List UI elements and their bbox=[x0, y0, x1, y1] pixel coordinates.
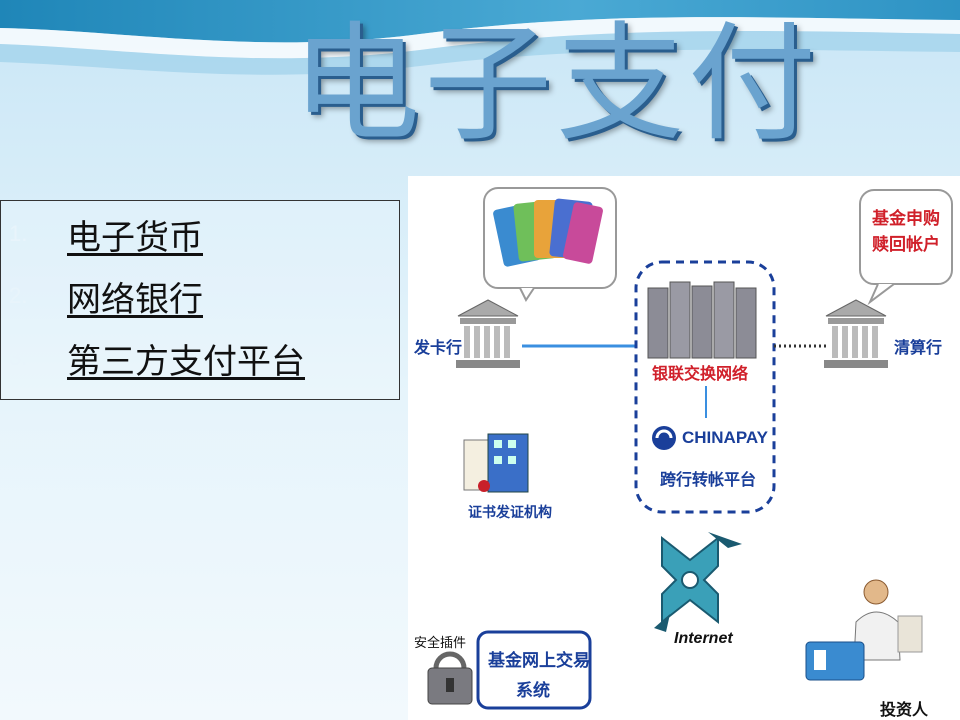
fund-account-label-line2: 赎回帐户 bbox=[872, 235, 940, 255]
clearing-bank-icon bbox=[824, 299, 888, 368]
menu-link-third-party-payment[interactable]: 第三方支付平台 bbox=[67, 341, 305, 382]
chinapay-label: CHINAPAY bbox=[682, 428, 768, 447]
menu-link-online-banking[interactable]: 网络银行 bbox=[67, 279, 203, 320]
internet-label: Internet bbox=[674, 630, 733, 647]
fund-account-label-line1: 基金申购 bbox=[872, 209, 940, 229]
investor-label: 投资人 bbox=[880, 700, 929, 719]
menu-number: 2. bbox=[9, 283, 28, 308]
server-rack-icon bbox=[647, 281, 757, 359]
payment-network-diagram: 发卡行 清算行 基金申购 赎回帐户 银联交换网络 CHINAPAY 跨行转帐平台… bbox=[408, 176, 960, 720]
trading-system-label-line2: 系统 bbox=[516, 681, 550, 701]
trading-system-label-line1: 基金网上交易 bbox=[488, 651, 590, 671]
fund-account-bubble bbox=[859, 189, 953, 306]
security-plugin-label: 安全插件 bbox=[414, 636, 467, 651]
interbank-platform-label: 跨行转帐平台 bbox=[660, 470, 757, 489]
unionpay-network-label: 银联交换网络 bbox=[652, 364, 749, 383]
clearing-bank-label: 清算行 bbox=[894, 338, 943, 357]
trading-system-box bbox=[476, 630, 592, 710]
slide-title: 电子支付 bbox=[292, 10, 821, 159]
menu-item-electronic-money[interactable]: 1. 电子货币 bbox=[9, 209, 203, 259]
menu-number: 1. bbox=[9, 221, 28, 246]
menu-number: 3. bbox=[9, 345, 28, 370]
cert-authority-label: 证书发证机构 bbox=[468, 505, 552, 521]
certificate-authority-icon bbox=[463, 433, 529, 493]
network-boundary bbox=[634, 260, 776, 514]
issuing-bank-label: 发卡行 bbox=[414, 338, 463, 357]
menu-item-online-banking[interactable]: 2. 网络银行 bbox=[9, 271, 203, 321]
internet-arrows-icon bbox=[654, 532, 742, 632]
menu-item-third-party-payment[interactable]: 3. 第三方支付平台 bbox=[9, 333, 305, 383]
issuing-bank-icon bbox=[456, 299, 520, 368]
menu-link-electronic-money[interactable]: 电子货币 bbox=[67, 217, 203, 258]
security-lock-icon bbox=[427, 651, 473, 705]
topic-menu: 1. 电子货币 2. 网络银行 3. 第三方支付平台 bbox=[0, 200, 400, 400]
header-wave-decoration bbox=[0, 0, 960, 75]
bank-cards-icon bbox=[483, 187, 617, 302]
investor-icon bbox=[805, 579, 923, 681]
